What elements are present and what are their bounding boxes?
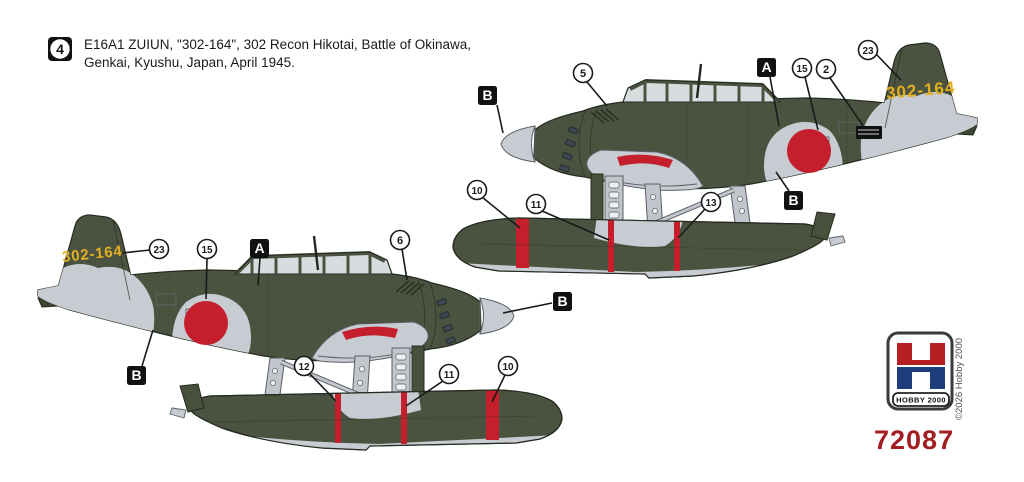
svg-text:A: A — [254, 240, 264, 256]
scheme-title-line2: Genkai, Kyushu, Japan, April 1945. — [84, 55, 295, 70]
svg-text:11: 11 — [444, 370, 455, 381]
kit-number: 72087 — [874, 425, 954, 455]
svg-text:6: 6 — [397, 235, 403, 247]
svg-text:10: 10 — [471, 186, 483, 197]
svg-text:10: 10 — [502, 362, 514, 373]
callout-letter-B-belly-bottom: B — [127, 366, 146, 385]
top-callout-leaders — [481, 53, 902, 241]
variant-number: 4 — [56, 41, 64, 57]
svg-text:15: 15 — [201, 245, 213, 256]
svg-text:B: B — [557, 293, 567, 309]
callout-letter-A-top: A — [757, 58, 776, 77]
callout-letter-B-belly-top: B — [784, 191, 803, 210]
callout-10-bottom: 10 — [497, 355, 519, 377]
svg-text:23: 23 — [862, 46, 874, 57]
branding: HOBBY 2000 ©2026 Hobby 2000 72087 — [874, 331, 965, 455]
callout-12: 12 — [293, 355, 315, 377]
callout-10-top: 10 — [466, 179, 488, 201]
header: 4 E16A1 ZUIUN, "302-164", 302 Recon Hiko… — [48, 37, 471, 70]
callout-13: 13 — [700, 191, 722, 213]
callout-11-top: 11 — [525, 193, 547, 215]
svg-text:B: B — [131, 367, 141, 383]
callout-23-bottom: 23 — [148, 238, 170, 260]
logo-h-bottom-blue — [897, 367, 945, 389]
tail-code-bottom: 302-164 — [61, 243, 123, 266]
top-aircraft-illustration: 302-164 — [437, 43, 985, 298]
bottom-callout-leaders — [121, 248, 553, 407]
callout-letter-B-nose-bottom: B — [553, 292, 572, 311]
svg-text:12: 12 — [298, 362, 310, 373]
variant-badge-circle — [50, 39, 70, 59]
callout-2: 2 — [815, 58, 837, 80]
scheme-title-line1: E16A1 ZUIUN, "302-164", 302 Recon Hikota… — [84, 37, 471, 52]
svg-text:23: 23 — [153, 245, 165, 256]
svg-text:5: 5 — [580, 68, 586, 80]
callout-6: 6 — [389, 229, 411, 251]
logo-h-top-red — [897, 343, 945, 365]
callout-15-top: 15 — [791, 57, 813, 79]
callout-11-bottom: 11 — [438, 363, 460, 385]
callout-5: 5 — [572, 62, 594, 84]
bottom-aircraft-illustration: 302-164 — [30, 215, 578, 470]
top-callouts: B 5 A 15 2 23 B 10 — [466, 39, 879, 215]
svg-text:B: B — [788, 192, 798, 208]
callout-23-top: 23 — [857, 39, 879, 61]
hobby2000-logo: HOBBY 2000 — [886, 331, 954, 411]
logo-text: HOBBY 2000 — [896, 396, 946, 405]
bottom-callouts: 23 15 A B 6 B 12 11 — [127, 229, 572, 385]
copyright-text: ©2026 Hobby 2000 — [954, 338, 965, 420]
callout-15-bottom: 15 — [196, 238, 218, 260]
svg-text:B: B — [482, 87, 492, 103]
svg-text:2: 2 — [823, 64, 829, 76]
callout-letter-A-bottom: A — [250, 239, 269, 258]
callout-letter-B-nose-top: B — [478, 86, 497, 105]
svg-text:13: 13 — [705, 198, 717, 209]
fuselage-black-panel — [856, 126, 882, 139]
svg-text:15: 15 — [796, 64, 808, 75]
svg-text:11: 11 — [531, 200, 542, 211]
svg-text:A: A — [761, 59, 771, 75]
